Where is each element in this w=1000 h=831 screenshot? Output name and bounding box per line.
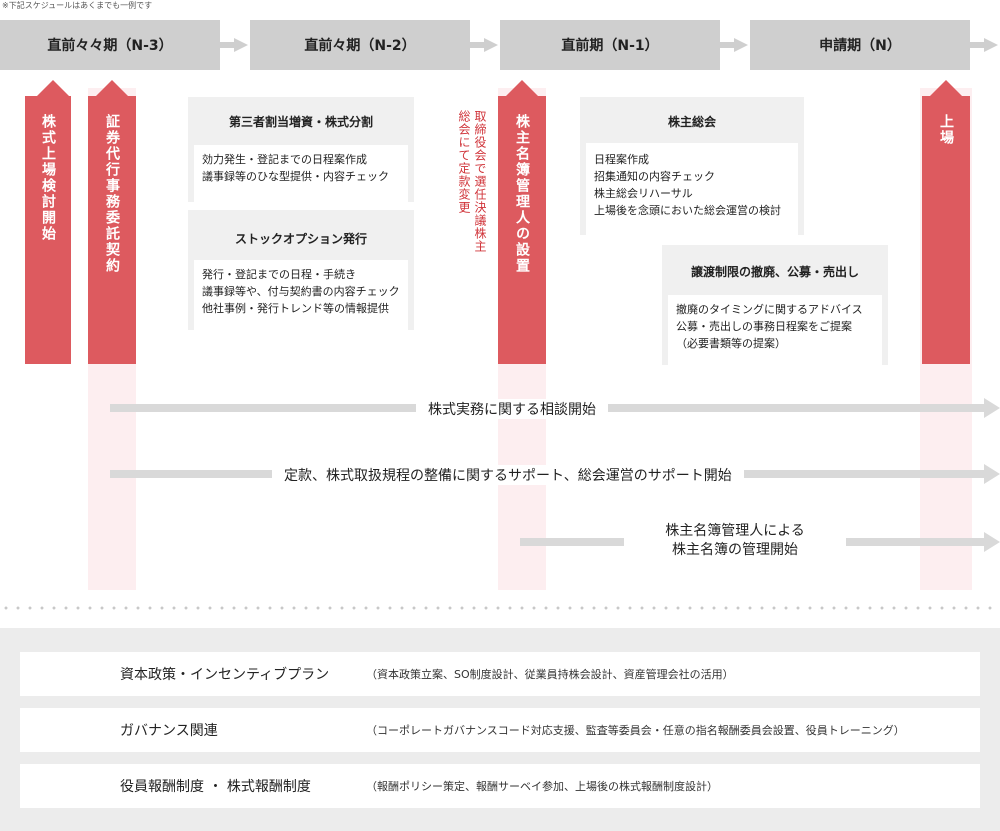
- milestone-label: 株主名簿管理人の設置: [514, 114, 530, 274]
- flow-registry-line1: 株主名簿管理人による: [665, 523, 805, 539]
- phase-connector: [220, 42, 236, 48]
- phase-arrow-icon: [484, 38, 498, 52]
- box-body: 発行・登記までの日程・手続き 議事録等や、付与契約書の内容チェック 他社事例・発…: [194, 260, 408, 336]
- milestone-label: 上場: [938, 114, 954, 146]
- milestone-label: 証券代行事務委託契約: [104, 114, 120, 274]
- phase-arrow-icon: [734, 38, 748, 52]
- box-body: 効力発生・登記までの日程案作成 議事録等のひな型提供・内容チェック: [194, 145, 408, 203]
- phase-n2: 直前々期（N-2）: [250, 20, 470, 70]
- dotted-divider: [0, 606, 1000, 610]
- arrow-up-icon: [96, 80, 128, 96]
- box-line: 効力発生・登記までの日程案作成: [202, 153, 367, 166]
- box-line: 上場後を念頭においた総会運営の検討: [594, 204, 781, 217]
- phase-n: 申請期（N）: [750, 20, 970, 70]
- phase-label: 直前期（N-1）: [561, 38, 659, 54]
- milestone-registrar: 株主名簿管理人の設置: [498, 96, 546, 364]
- service-title: 役員報酬制度 ・ 株式報酬制度: [120, 779, 311, 795]
- box-title: 第三者割当増資・株式分割: [228, 115, 373, 129]
- phase-arrow-icon: [984, 38, 998, 52]
- service-detail: （資本政策立案、SO制度設計、従業員持株会設計、資産管理会社の活用）: [366, 668, 734, 681]
- box-title: ストックオプション発行: [234, 232, 367, 246]
- box-line: 議事録等や、付与契約書の内容チェック: [202, 285, 400, 298]
- milestone-listing: 上場: [922, 96, 970, 364]
- phase-connector: [720, 42, 736, 48]
- schedule-note: ※下記スケジュールはあくまでも一例です: [2, 1, 153, 10]
- service-row: 役員報酬制度 ・ 株式報酬制度 （報酬ポリシー策定、報酬サーベイ参加、上場後の株…: [20, 764, 980, 808]
- box-body: 日程案作成 招集通知の内容チェック 株主総会リハーサル 上場後を念頭においた総会…: [586, 143, 798, 241]
- arrow-up-icon: [506, 80, 538, 96]
- milestone-listing-study: 株式上場検討開始: [25, 96, 71, 364]
- service-row: 資本政策・インセンティブプラン （資本政策立案、SO制度設計、従業員持株会設計、…: [20, 652, 980, 696]
- box-title: 譲渡制限の撤廃、公募・売出し: [690, 265, 859, 279]
- box-line: 発行・登記までの日程・手続き: [202, 268, 356, 281]
- phase-arrow-icon: [234, 38, 248, 52]
- phase-connector: [470, 42, 486, 48]
- phase-connector: [970, 42, 986, 48]
- box-shareholders-meeting: 株主総会 日程案作成 招集通知の内容チェック 株主総会リハーサル 上場後を念頭に…: [580, 97, 804, 241]
- box-transfer-restriction: 譲渡制限の撤廃、公募・売出し 撤廃のタイミングに関するアドバイス 公募・売出しの…: [662, 245, 888, 371]
- box-line: 議事録等のひな型提供・内容チェック: [202, 170, 389, 183]
- service-title: ガバナンス関連: [120, 723, 218, 739]
- box-line: 日程案作成: [594, 153, 649, 166]
- arrow-up-icon: [930, 80, 962, 96]
- arrow-right-icon: [984, 464, 1000, 484]
- box-line: 撤廃のタイミングに関するアドバイス: [676, 303, 863, 316]
- box-title: 株主総会: [667, 115, 716, 129]
- arrow-right-icon: [984, 398, 1000, 418]
- phase-n3: 直前々々期（N-3）: [0, 20, 220, 70]
- arrow-up-icon: [37, 80, 69, 96]
- phase-label: 直前々々期（N-3）: [47, 38, 173, 54]
- box-body: 撤廃のタイミングに関するアドバイス 公募・売出しの事務日程案をご提案 （必要書類…: [668, 295, 882, 371]
- box-line: 招集通知の内容チェック: [594, 170, 715, 183]
- box-line: （必要書類等の提案）: [676, 337, 786, 350]
- box-third-party: 第三者割当増資・株式分割 効力発生・登記までの日程案作成 議事録等のひな型提供・…: [188, 97, 414, 203]
- box-stock-option: ストックオプション発行 発行・登記までの日程・手続き 議事録等や、付与契約書の内…: [188, 210, 414, 336]
- box-line: 他社事例・発行トレンド等の情報提供: [202, 302, 389, 315]
- board-note: 取締役会で選任決議株主総会にて定款変更: [457, 110, 487, 253]
- service-detail: （報酬ポリシー策定、報酬サーベイ参加、上場後の株式報酬制度設計）: [366, 780, 718, 793]
- flow-support-label: 定款、株式取扱規程の整備に関するサポート、総会運営のサポート開始: [272, 465, 744, 485]
- phase-label: 申請期（N）: [819, 38, 901, 54]
- box-line: 株主総会リハーサル: [594, 187, 693, 200]
- arrow-right-icon: [984, 532, 1000, 552]
- box-line: 公募・売出しの事務日程案をご提案: [676, 320, 852, 333]
- milestone-transfer-agent: 証券代行事務委託契約: [88, 96, 136, 364]
- milestone-label: 株式上場検討開始: [40, 114, 56, 242]
- flow-registry-line2: 株主名簿の管理開始: [672, 542, 798, 558]
- flow-registry-label: 株主名簿管理人による 株主名簿の管理開始: [624, 522, 846, 560]
- phase-label: 直前々期（N-2）: [304, 38, 416, 54]
- service-title: 資本政策・インセンティブプラン: [120, 667, 330, 683]
- service-detail: （コーポレートガバナンスコード対応支援、監査等委員会・任意の指名報酬委員会設置、…: [366, 724, 905, 737]
- flow-consultation-label: 株式実務に関する相談開始: [416, 399, 608, 419]
- service-row: ガバナンス関連 （コーポレートガバナンスコード対応支援、監査等委員会・任意の指名…: [20, 708, 980, 752]
- phase-n1: 直前期（N-1）: [500, 20, 720, 70]
